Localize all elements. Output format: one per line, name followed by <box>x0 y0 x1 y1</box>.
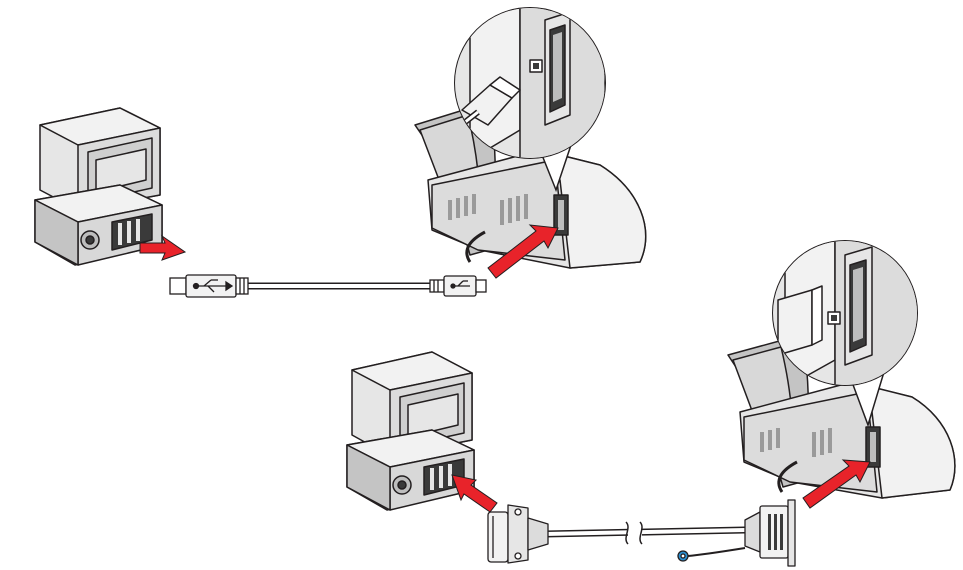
parallel-connector-icon <box>487 504 549 564</box>
red-arrow-icon <box>487 224 559 279</box>
red-arrow-icon <box>139 234 187 261</box>
printer-icon <box>727 339 956 499</box>
magnifier-callout-icon <box>454 7 606 193</box>
red-arrow-icon <box>802 459 871 509</box>
centronics-connector-icon <box>677 499 796 567</box>
computer-icon <box>346 351 475 511</box>
magnifier-callout-icon <box>772 240 918 428</box>
computer-icon <box>34 107 163 266</box>
parallel-connection-scene <box>346 240 956 567</box>
parallel-cable <box>544 521 746 545</box>
usb-a-connector-icon <box>169 274 249 298</box>
red-arrow-icon <box>451 474 498 513</box>
usb-connection-scene <box>34 7 647 298</box>
usb-b-connector-icon <box>429 275 487 297</box>
